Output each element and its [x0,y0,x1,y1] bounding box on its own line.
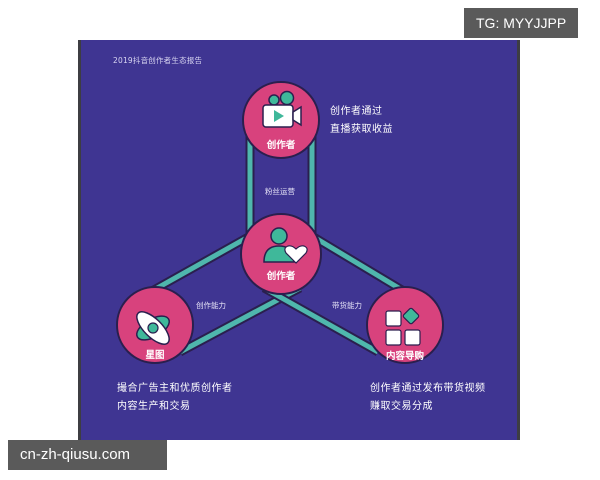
edge-label-creative-ability: 创作能力 [196,301,226,310]
watermark-bottom-left: cn-zh-qiusu.com [8,440,167,470]
node-right-label: 内容导购 [385,351,424,362]
node-left-xingtu [116,286,194,364]
description-line: 直播获取收益 [330,124,393,135]
node-top-label: 创作者 [266,140,296,151]
description-top: 创作者通过 直播获取收益 [330,103,393,139]
planet-orbit-icon [136,311,170,345]
node-center-label: 创作者 [266,271,296,282]
person-heart-icon [263,227,308,264]
description-line: 创作者通过发布带货视频 [370,383,486,394]
node-center-creator [240,213,322,295]
report-title: 2019抖音创作者生态报告 [113,56,203,65]
node-top-creator [242,81,320,159]
description-right: 创作者通过发布带货视频 赚取交易分成 [370,380,486,416]
description-line: 赚取交易分成 [370,401,433,412]
description-line: 内容生产和交易 [117,401,191,412]
app-grid-icon [385,307,421,346]
description-line: 撮合广告主和优质创作者 [117,383,233,394]
description-line: 创作者通过 [330,106,383,117]
edge-label-sales-ability: 带货能力 [332,301,362,310]
node-left-label: 星图 [145,350,165,361]
description-left: 撮合广告主和优质创作者 内容生产和交易 [117,380,233,416]
connector-top-center [245,135,317,236]
node-right-content-shopping [366,286,444,364]
edge-label-fan-operation: 粉丝运营 [265,187,295,196]
video-camera-icon [262,90,302,128]
watermark-top-right: TG: MYYJJPP [464,8,579,38]
connector-center-right [261,232,415,356]
